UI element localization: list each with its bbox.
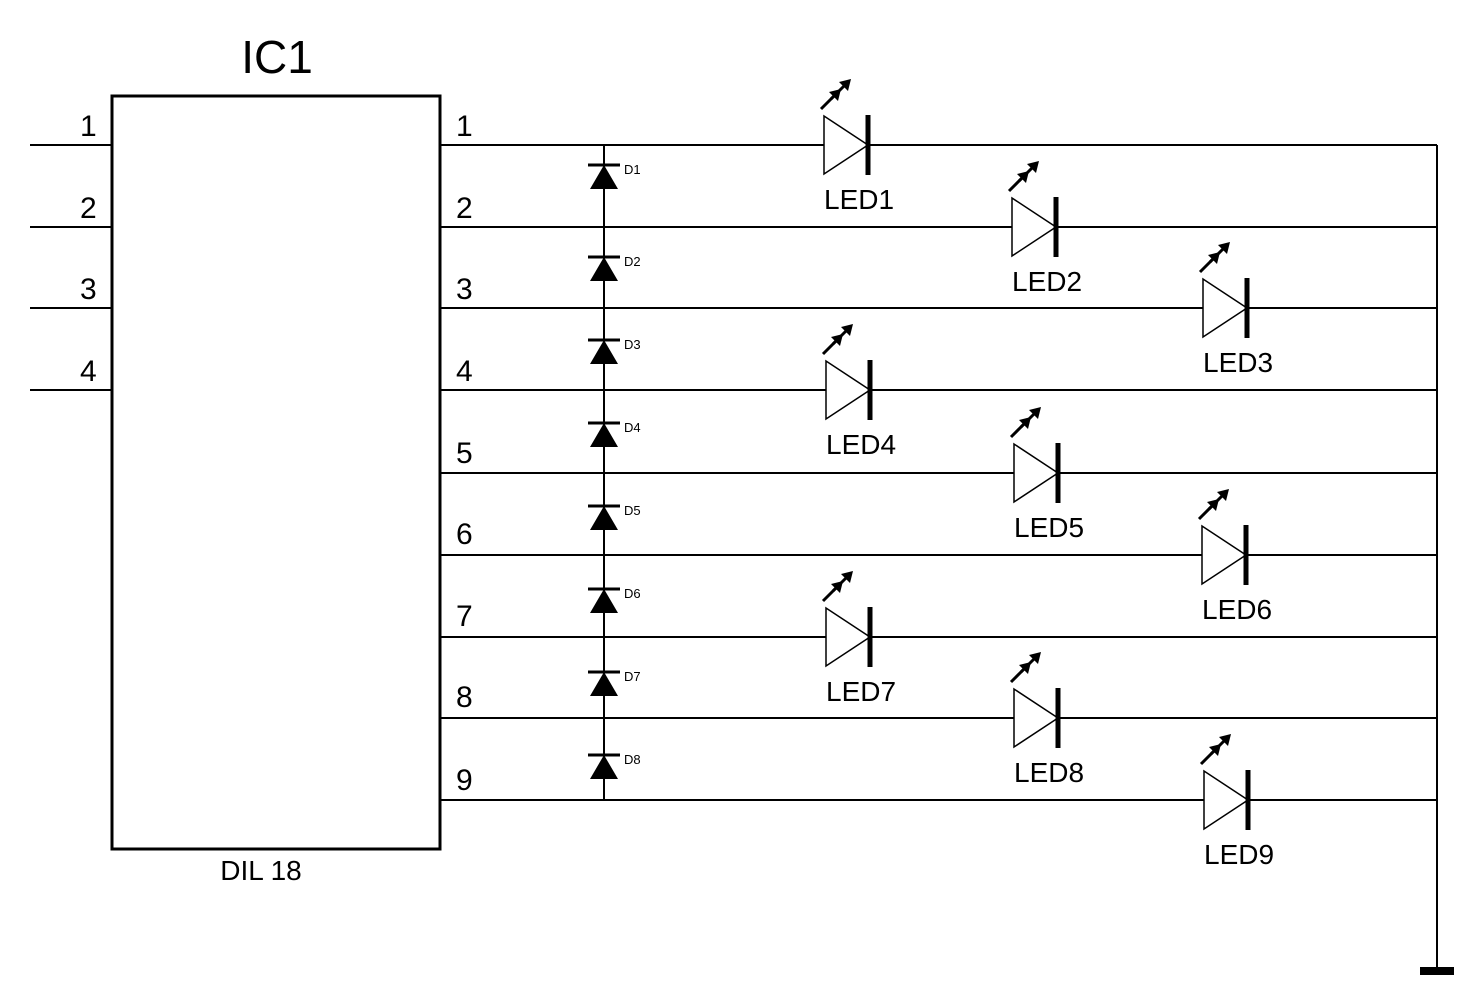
led-triangle xyxy=(1011,196,1058,258)
right-pin-number: 4 xyxy=(456,355,473,388)
led: LED8 xyxy=(1009,652,1084,788)
left-pin-number: 2 xyxy=(80,192,97,225)
led-label: LED6 xyxy=(1202,594,1272,625)
ic-package-label: DIL 18 xyxy=(220,855,301,886)
right-pin-number: 7 xyxy=(456,600,473,633)
diode: D4 xyxy=(588,420,641,447)
diode: D3 xyxy=(588,337,641,364)
right-pin-number: 1 xyxy=(456,110,473,143)
diode: D8 xyxy=(588,752,641,779)
led-emission-arrow xyxy=(1207,493,1225,511)
diode-label: D2 xyxy=(624,254,641,269)
left-pin-number: 3 xyxy=(80,273,97,306)
led-label: LED7 xyxy=(826,676,896,707)
signal-wires xyxy=(440,144,1437,801)
led: LED9 xyxy=(1199,734,1274,870)
led-emission-arrow xyxy=(829,83,847,101)
ic-left-pins: 1 2 3 4 xyxy=(30,110,112,391)
led-triangle xyxy=(825,606,872,668)
diode-triangle xyxy=(590,589,618,613)
left-pin-number: 4 xyxy=(80,355,97,388)
led-emission-arrow xyxy=(1209,738,1227,756)
led-emission-arrow xyxy=(831,575,849,593)
led-triangle xyxy=(1203,769,1250,831)
right-pin-number: 8 xyxy=(456,681,473,714)
led-label: LED2 xyxy=(1012,266,1082,297)
led: LED6 xyxy=(1197,489,1272,625)
led: LED3 xyxy=(1198,242,1273,378)
led: LED5 xyxy=(1009,407,1084,543)
left-pin-number: 1 xyxy=(80,110,97,143)
led-label: LED9 xyxy=(1204,839,1274,870)
ic-right-pin-numbers: 1 2 3 4 5 6 7 8 9 xyxy=(456,110,473,797)
diode: D5 xyxy=(588,503,641,530)
led-emission-arrowhead xyxy=(1217,489,1229,501)
ic-title: IC1 xyxy=(241,31,313,83)
led: LED7 xyxy=(780,571,914,707)
led-emission-arrow xyxy=(1019,411,1037,429)
diode-triangle xyxy=(590,423,618,447)
led-emission-arrowhead xyxy=(1218,242,1230,254)
led-label: LED8 xyxy=(1014,757,1084,788)
led-triangle xyxy=(1202,277,1249,339)
led-triangle xyxy=(823,114,870,176)
diode-label: D5 xyxy=(624,503,641,518)
led-emission-arrow xyxy=(831,328,849,346)
led-emission-arrowhead xyxy=(839,79,851,91)
led-emission-arrow xyxy=(1019,656,1037,674)
led-emission-arrowhead xyxy=(1029,652,1041,664)
led-label: LED4 xyxy=(826,429,896,460)
led-emission-arrow xyxy=(1208,246,1226,264)
diode-label: D1 xyxy=(624,162,641,177)
led-label: LED3 xyxy=(1203,347,1273,378)
led: LED4 xyxy=(821,324,896,460)
diode: D2 xyxy=(588,254,641,281)
led-emission-arrowhead xyxy=(841,571,853,583)
ground-symbol xyxy=(1420,967,1454,975)
right-pin-number: 5 xyxy=(456,437,473,470)
diode-label: D4 xyxy=(624,420,641,435)
led-triangle xyxy=(825,359,872,421)
diode-label: D8 xyxy=(624,752,641,767)
diode-label: D3 xyxy=(624,337,641,352)
led-emission-arrowhead xyxy=(1029,407,1041,419)
led-triangle xyxy=(1013,687,1060,749)
diode-label: D6 xyxy=(624,586,641,601)
diode-triangle xyxy=(590,165,618,189)
diode: D7 xyxy=(588,669,641,696)
right-pin-number: 6 xyxy=(456,518,473,551)
led-label: LED5 xyxy=(1014,512,1084,543)
diode-triangle xyxy=(590,672,618,696)
led-label: LED1 xyxy=(824,184,894,215)
diode-triangle xyxy=(590,506,618,530)
led-emission-arrow xyxy=(1017,165,1035,183)
diode-triangle xyxy=(590,340,618,364)
led: LED1 xyxy=(778,79,912,215)
led-emission-arrowhead xyxy=(1027,161,1039,173)
led-emission-arrowhead xyxy=(1219,734,1231,746)
led-emission-arrowhead xyxy=(841,324,853,336)
diode-label: D7 xyxy=(624,669,641,684)
ic-body xyxy=(110,94,442,851)
led-triangle xyxy=(1201,524,1248,586)
diode: D1 xyxy=(588,162,641,189)
right-pin-number: 3 xyxy=(456,273,473,306)
diode-triangle xyxy=(590,755,618,779)
led-triangle xyxy=(1013,442,1060,504)
right-pin-number: 2 xyxy=(456,192,473,225)
led: LED2 xyxy=(1007,161,1082,297)
diode: D6 xyxy=(588,586,641,613)
right-pin-number: 9 xyxy=(456,764,473,797)
diode-triangle xyxy=(590,257,618,281)
